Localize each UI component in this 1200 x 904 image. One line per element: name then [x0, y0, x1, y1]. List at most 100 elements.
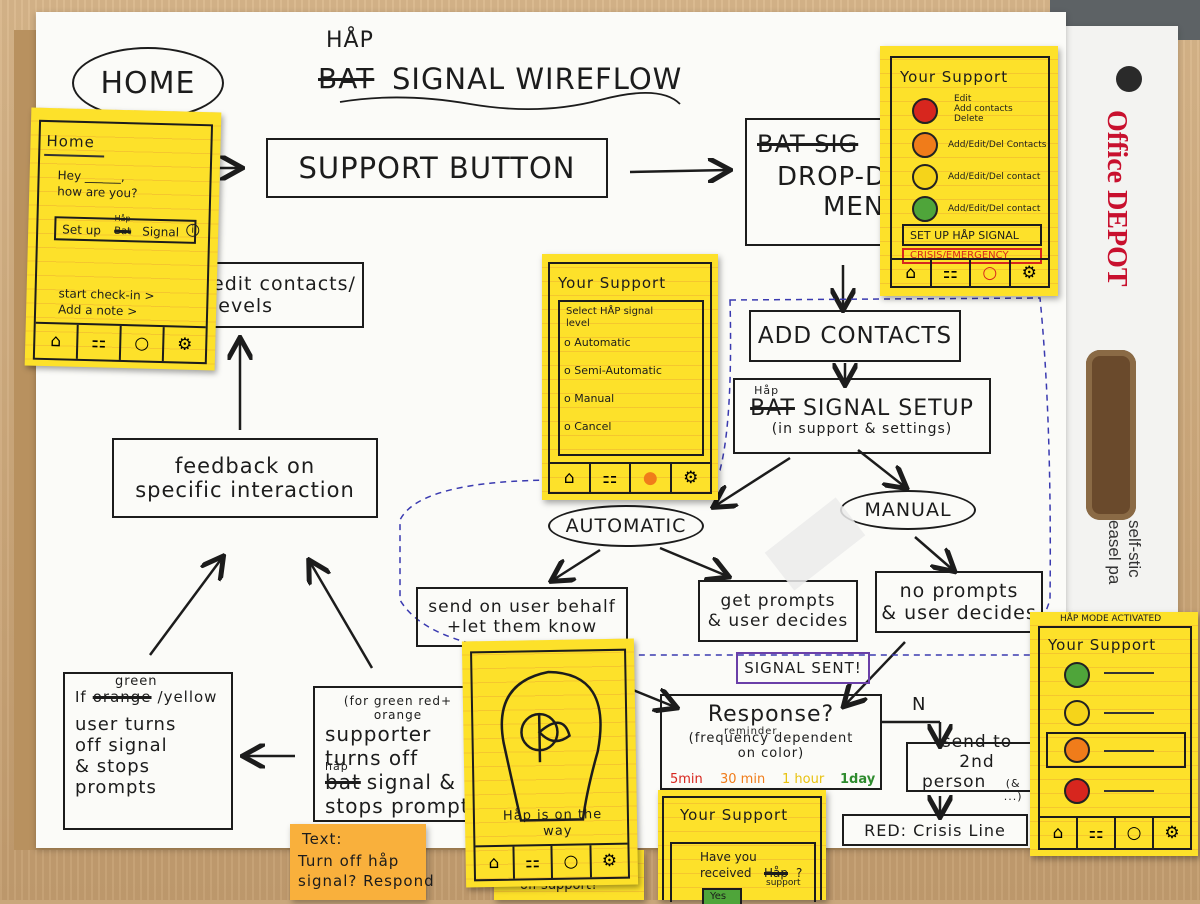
supporter-turns-off-node: (for green red+ orange supporter turns o… [313, 686, 483, 822]
home-greeting-line2: how are you? [57, 184, 138, 201]
response-title: Response? [707, 702, 835, 727]
signal-setup-node: BAT Håp SIGNAL SETUP (in support & setti… [733, 378, 991, 454]
time-1day: 1day [840, 772, 876, 787]
edit-contacts-line2: levels [212, 295, 274, 317]
n-label: N [912, 694, 927, 715]
home-icon[interactable]: ⌂ [550, 464, 591, 492]
user-turns-line3: & stops [75, 756, 151, 777]
user-turns-line4: prompts [75, 777, 157, 798]
highlighted-row[interactable] [1046, 732, 1186, 768]
get-prompts-node: get prompts & user decides [698, 580, 858, 642]
home-addnote-link[interactable]: Add a note > [57, 302, 138, 319]
support-bottom-q1: Have you [700, 850, 757, 864]
edit-contacts-line1: edit contacts/ [212, 273, 356, 295]
support-top-row2: Add/Edit/Del Contacts [948, 140, 1047, 150]
option-semi-automatic[interactable]: o Semi-Automatic [564, 364, 662, 377]
office-depot-logo: Office DEPOT [1101, 110, 1132, 287]
home-greeting-line1: Hey ______, [57, 168, 125, 185]
support-bottom-q-end: ? [796, 866, 803, 880]
people-icon[interactable]: ⚏ [932, 260, 971, 286]
text-note-line2: Turn off håp [298, 852, 400, 870]
support-activated-frame: Your Support ⌂ ⚏ ○ ⚙ [1038, 626, 1192, 850]
circle-icon[interactable]: ○ [971, 260, 1011, 286]
home-phone-frame: Home Hey ______, how are you? Set up Bat… [32, 119, 214, 365]
response-node: Response? reminder (frequency dependent … [660, 694, 882, 790]
circle-icon[interactable]: ○ [120, 325, 165, 362]
option-automatic[interactable]: o Automatic [564, 336, 631, 349]
support-top-frame: Your Support Edit Add contacts Delete Ad… [890, 56, 1050, 288]
response-sup: reminder [724, 726, 778, 737]
home-tabbar: ⌂ ⚏ ○ ⚙ [34, 321, 206, 363]
home-setup-button[interactable]: Set up Bat Håp Signal i [53, 213, 200, 244]
yes-label: Yes [710, 891, 727, 902]
support-bottom-q2: received [700, 866, 752, 880]
sticky-hap-on-way: Håp is on the way ⌂ ⚏ ○ ⚙ [461, 638, 639, 888]
sticky-support-select: Your Support Select HÅP signal level o A… [542, 254, 718, 500]
user-turns-line2: off signal [75, 735, 168, 756]
home-icon[interactable]: ⌂ [1040, 818, 1078, 848]
home-icon[interactable]: ⌂ [475, 846, 515, 880]
time-30min: 30 min [720, 772, 766, 787]
home-setup-tail: Signal [142, 224, 180, 240]
people-icon[interactable]: ⚏ [77, 324, 122, 360]
gear-icon[interactable]: ⚙ [601, 850, 618, 872]
feedback-line1: feedback on [174, 454, 316, 478]
dropdown-struck-label: BAT SIG [757, 130, 859, 158]
home-title-rule [44, 153, 105, 158]
home-setup-struck: Bat [114, 225, 132, 238]
hap-on-way-tabbar: ⌂ ⚏ ○ ⚙ [475, 842, 628, 880]
support-top-tabbar: ⌂ ⚏ ○ ⚙ [892, 258, 1048, 286]
setup-hap-signal-button[interactable]: SET UP HÅP SIGNAL [902, 224, 1042, 246]
automatic-label: AUTOMATIC [565, 515, 687, 537]
crisis-emergency-label: CRISIS/EMERGENCY [910, 250, 1009, 261]
gear-icon[interactable]: ⚙ [176, 334, 193, 355]
green-yellow-prefix: If [75, 688, 87, 706]
option-cancel[interactable]: o Cancel [564, 420, 612, 433]
no-prompts-line2: & user decides [881, 602, 1037, 624]
signal-setup-label: SIGNAL SETUP [802, 395, 974, 421]
info-icon: i [186, 223, 200, 237]
option-manual[interactable]: o Manual [564, 392, 615, 405]
title-prefix-new: HÅP [326, 28, 374, 53]
signal-sent-box: SIGNAL SENT! [736, 652, 870, 684]
signal-setup-sub: (in support & settings) [771, 420, 953, 437]
yes-button[interactable]: Yes [702, 888, 742, 904]
circle-icon[interactable]: ● [631, 464, 672, 492]
status-dot-yellow [1064, 700, 1090, 726]
response-sub2: on color) [737, 746, 805, 761]
hap-logo-icon [500, 670, 602, 822]
home-checkin-link[interactable]: start check-in > [58, 286, 155, 303]
text-note-line3: signal? Respond [298, 872, 435, 890]
people-icon[interactable]: ⚏ [591, 464, 631, 492]
circle-icon[interactable]: ○ [552, 845, 592, 878]
gear-icon[interactable]: ⚙ [683, 468, 699, 488]
support-bottom-frame: Your Support Have you received Håp suppo… [662, 796, 822, 904]
gear-icon[interactable]: ⚙ [1164, 823, 1180, 843]
text-note-line1: Text: [302, 830, 343, 848]
gear-icon[interactable]: ⚙ [1021, 263, 1037, 283]
support-activated-title: Your Support [1048, 636, 1157, 654]
circle-icon[interactable]: ○ [1116, 818, 1154, 848]
send-second-line2: person [922, 771, 987, 792]
support-select-tabbar: ⌂ ⚏ ● ⚙ [550, 462, 710, 492]
supporter-line3-struck: bat [325, 770, 361, 794]
support-button-node: SUPPORT BUTTON [266, 138, 608, 198]
home-icon[interactable]: ⌂ [34, 323, 79, 359]
people-icon[interactable]: ⚏ [513, 845, 554, 879]
hap-on-way-frame: Håp is on the way ⌂ ⚏ ○ ⚙ [470, 648, 631, 882]
support-button-label: SUPPORT BUTTON [298, 151, 576, 185]
support-top-row1-line1: Edit [954, 94, 972, 104]
supporter-line3: signal & [366, 770, 456, 794]
home-icon[interactable]: ⌂ [892, 260, 932, 286]
supporter-line2: turns off [325, 746, 419, 770]
box-flap [1058, 26, 1178, 626]
send-second-tail: (& ...) [1003, 776, 1023, 803]
people-icon[interactable]: ⚏ [1078, 818, 1116, 848]
title-prefix-struck: BAT [318, 62, 375, 95]
crisis-emergency-button[interactable]: CRISIS/EMERGENCY [902, 248, 1042, 264]
support-bottom-title: Your Support [680, 806, 789, 824]
red-crisis-node: RED: Crisis Line [842, 814, 1028, 846]
support-top-row3: Add/Edit/Del contact [948, 172, 1041, 182]
home-setup-sup: Håp [114, 213, 131, 224]
